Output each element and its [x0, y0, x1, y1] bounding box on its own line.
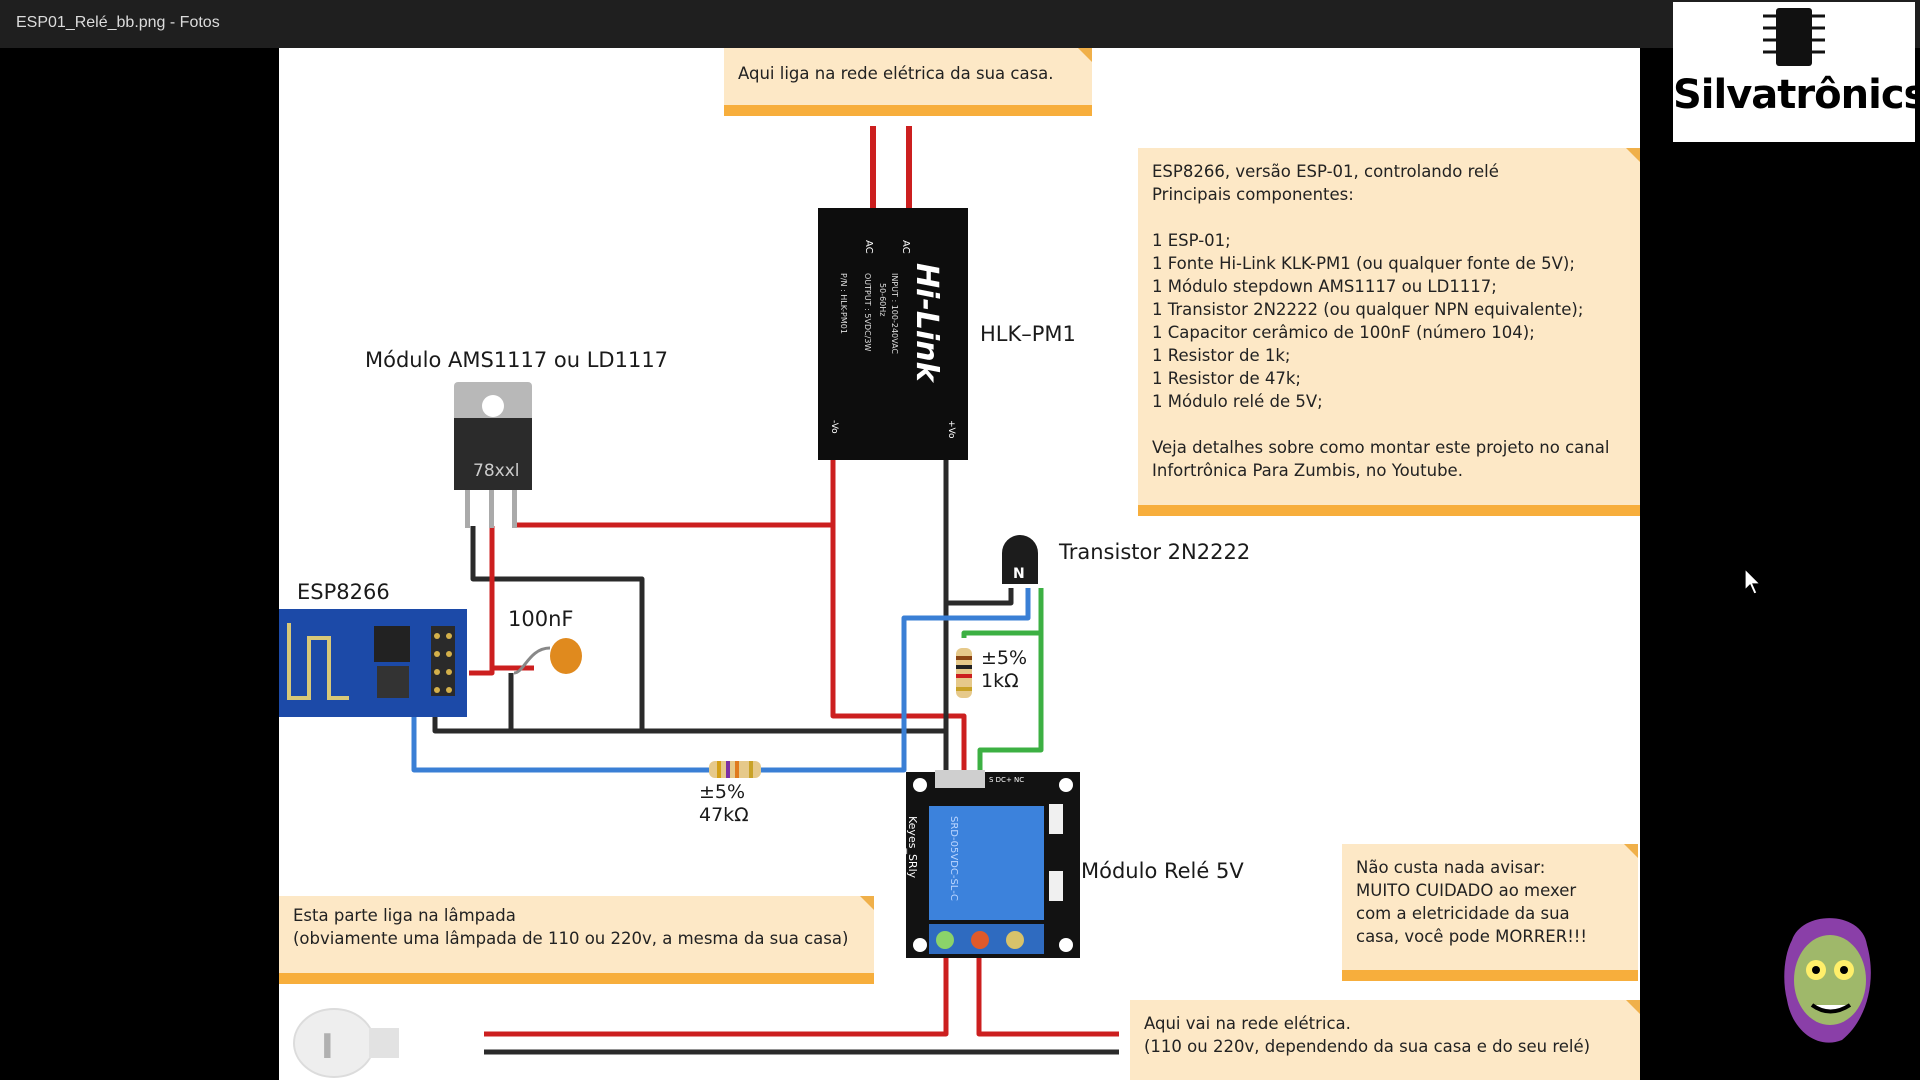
- regulator-marking: 78xxl: [473, 461, 519, 481]
- relay-model-text: SRD-05VDC-SL-C: [948, 816, 959, 901]
- note-warning-text: Não custa nada avisar: MUITO CUIDADO ao …: [1356, 858, 1588, 946]
- hlk-ac2-label: AC: [900, 240, 911, 254]
- ceramic-capacitor: [513, 638, 582, 675]
- brand-name: Silvatrônics: [1673, 72, 1920, 118]
- r1-value: 1kΩ: [981, 670, 1019, 692]
- note-components: ESP8266, versão ESP-01, controlando relé…: [1138, 148, 1640, 516]
- transistor-mark: N: [1013, 566, 1025, 582]
- resistor-47k: [709, 761, 761, 778]
- mains-input-wires: [870, 126, 912, 218]
- lamp: I: [293, 1008, 399, 1078]
- zombie-mascot-icon: [1784, 918, 1871, 1043]
- hlk-input-text: INPUT : 100-240VAC: [890, 273, 899, 354]
- hlk-pn-text: P/N : HLK-PM01: [839, 273, 848, 334]
- regulator-label: Módulo AMS1117 ou LD1117: [365, 348, 669, 372]
- image-viewer-canvas[interactable]: AC AC Hi-Link INPUT : 100-240VAC 50-60Hz…: [279, 48, 1640, 1080]
- hlk-vo-neg: -Vo: [829, 420, 839, 434]
- note-components-text: ESP8266, versão ESP-01, controlando relé…: [1152, 162, 1610, 480]
- relay-terminal-labels: S DC+ NC: [989, 776, 1024, 784]
- relay-label: Módulo Relé 5V: [1081, 859, 1244, 883]
- r1-tolerance: ±5%: [981, 647, 1028, 669]
- mouse-cursor-icon: [1744, 568, 1762, 595]
- svg-text:I: I: [321, 1027, 334, 1067]
- ams1117-regulator: 78xxl: [454, 382, 532, 528]
- hlk-pm1-module: AC AC Hi-Link INPUT : 100-240VAC 50-60Hz…: [818, 208, 968, 460]
- hlk-ac1-label: AC: [863, 240, 874, 254]
- circuit-diagram: AC AC Hi-Link INPUT : 100-240VAC 50-60Hz…: [279, 126, 1119, 1078]
- hlk-output-text: OUTPUT : 5VDC/3W: [863, 273, 872, 351]
- chip-icon: [1763, 8, 1825, 66]
- esp-01-module: [279, 609, 467, 717]
- transistor-2n2222: N: [1002, 535, 1038, 584]
- hlk-freq-text: 50-60Hz: [878, 283, 887, 316]
- note-mains-output: Aqui vai na rede elétrica. (110 ou 220v,…: [1130, 1000, 1640, 1080]
- note-warning: Não custa nada avisar: MUITO CUIDADO ao …: [1342, 844, 1638, 981]
- title-bar: ESP01_Relé_bb.png - Fotos: [0, 0, 1920, 48]
- resistor-1k: [956, 648, 972, 698]
- window-title: ESP01_Relé_bb.png - Fotos: [16, 14, 220, 31]
- hi-link-logo: Hi-Link: [909, 263, 944, 384]
- note-lamp-text: Esta parte liga na lâmpada (obviamente u…: [293, 906, 849, 948]
- r2-tolerance: ±5%: [699, 781, 746, 803]
- note-mains-input: Aqui liga na rede elétrica da sua casa.: [724, 48, 1092, 116]
- note-lamp: Esta parte liga na lâmpada (obviamente u…: [279, 896, 874, 984]
- transistor-label: Transistor 2N2222: [1059, 540, 1251, 564]
- brand-logo: Silvatrônics: [1673, 2, 1920, 142]
- note-mains-input-text: Aqui liga na rede elétrica da sua casa.: [738, 64, 1054, 83]
- relay-module: S DC+ NC SRD-05VDC-SL-C Keyes_SRly: [906, 770, 1080, 958]
- hlk-vo-pos: +Vo: [946, 420, 956, 439]
- capacitor-label: 100nF: [508, 607, 574, 631]
- note-mains-output-text: Aqui vai na rede elétrica. (110 ou 220v,…: [1144, 1014, 1591, 1056]
- esp-label: ESP8266: [297, 580, 390, 604]
- hlk-label: HLK–PM1: [980, 322, 1076, 346]
- relay-brand-text: Keyes_SRly: [906, 816, 919, 879]
- r2-value: 47kΩ: [699, 804, 749, 826]
- circuit-wires: [411, 460, 1119, 1055]
